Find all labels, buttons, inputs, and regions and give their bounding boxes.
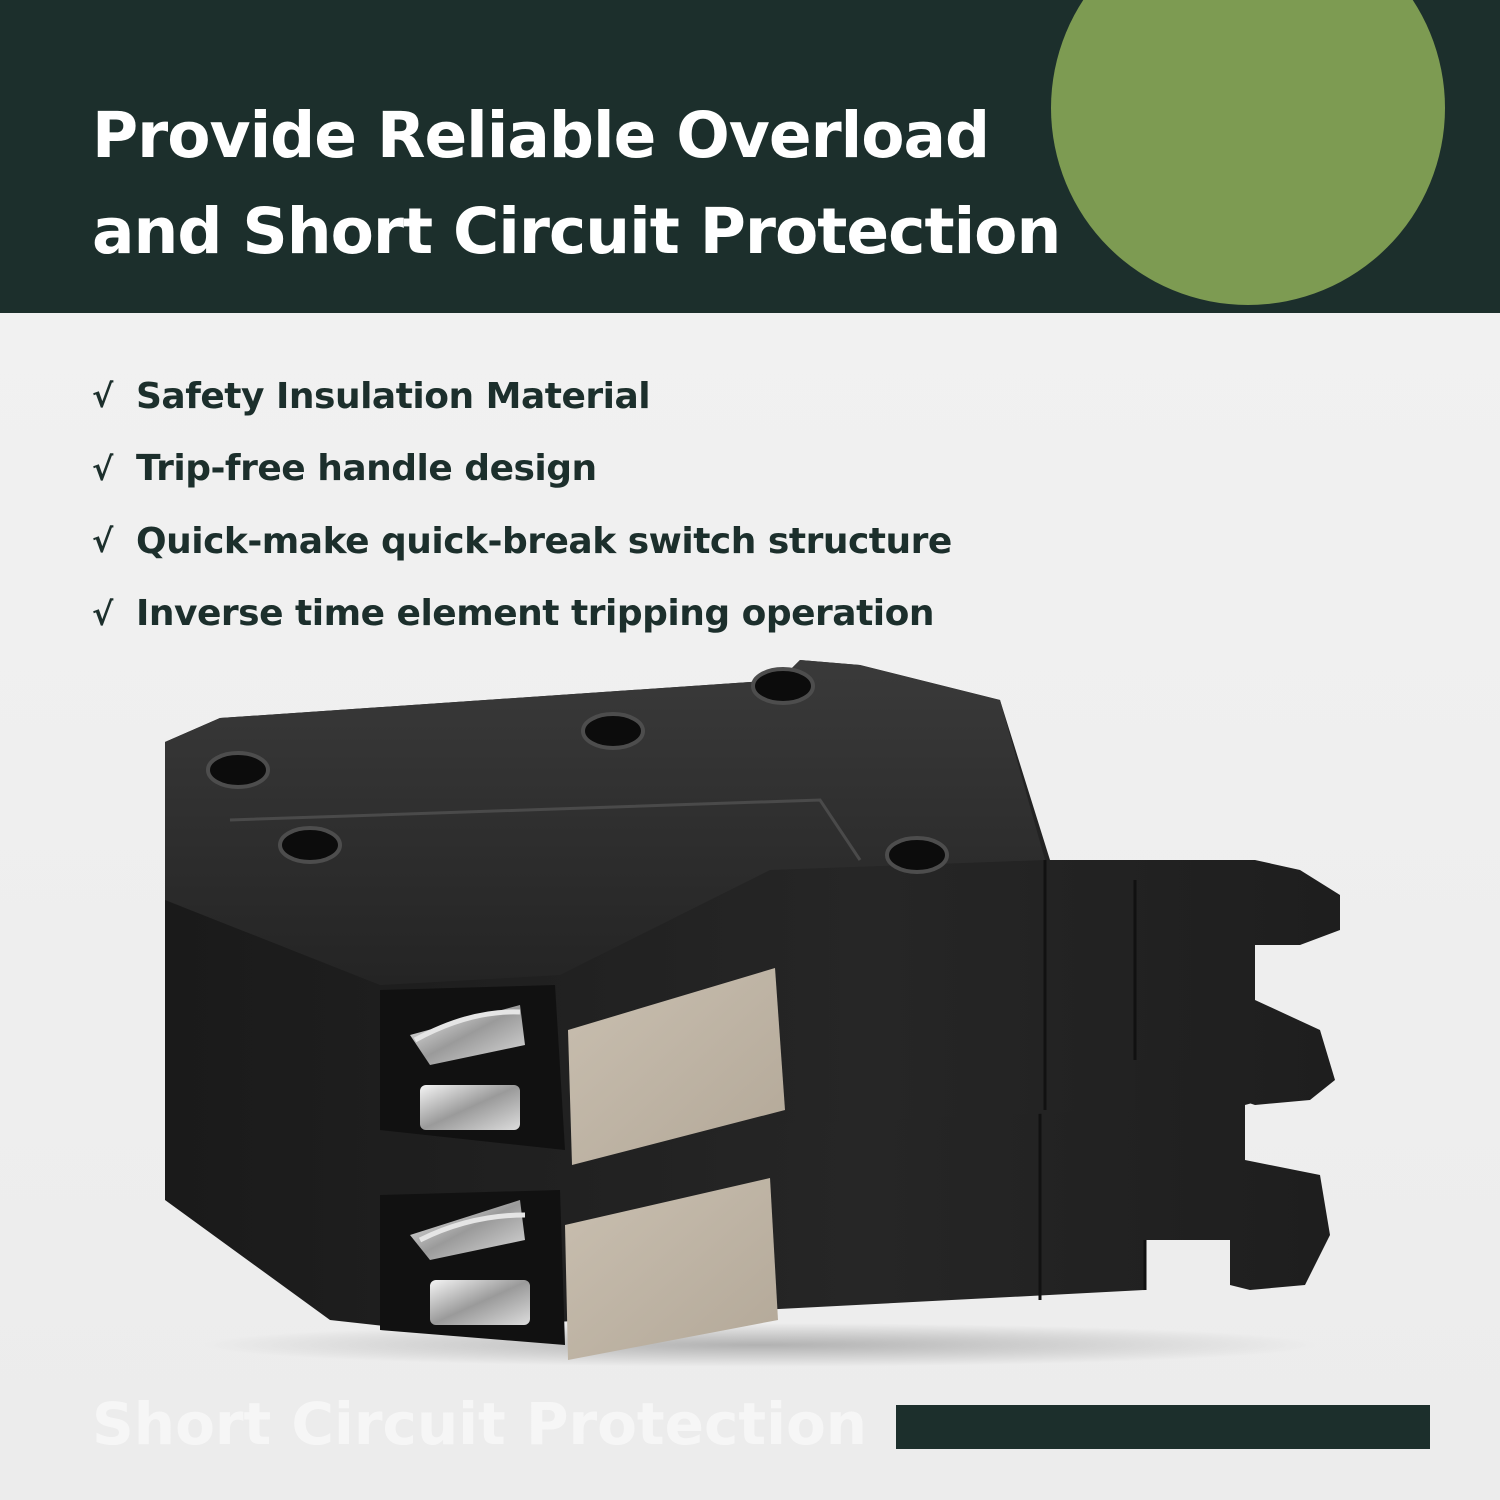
feature-item: √ Quick-make quick-break switch structur… [92, 505, 952, 578]
circuit-breaker-image [165, 660, 1340, 1367]
page-title: Provide Reliable Overload and Short Circ… [92, 88, 1061, 280]
checkmark-icon: √ [92, 594, 114, 633]
terminal-screw-lower [410, 1200, 530, 1325]
feature-text: Quick-make quick-break switch structure [136, 520, 952, 562]
drop-shadow [200, 1323, 1320, 1367]
feature-list: √ Safety Insulation Material √ Trip-free… [92, 360, 952, 650]
checkmark-icon: √ [92, 377, 114, 416]
feature-text: Trip-free handle design [136, 448, 597, 490]
header-banner: Provide Reliable Overload and Short Circ… [0, 0, 1500, 313]
feature-text: Inverse time element tripping operation [136, 593, 935, 635]
title-line-1: Provide Reliable Overload [92, 99, 990, 172]
feature-text: Safety Insulation Material [136, 375, 651, 417]
breaker-upper [165, 660, 1340, 1165]
feature-item: √ Safety Insulation Material [92, 360, 952, 433]
feature-item: √ Trip-free handle design [92, 433, 952, 506]
title-line-2: and Short Circuit Protection [92, 195, 1061, 268]
accent-circle [1051, 0, 1445, 305]
checkmark-icon: √ [92, 449, 114, 488]
checkmark-icon: √ [92, 522, 114, 561]
terminal-screw-upper [410, 1005, 525, 1130]
footer-bar [896, 1405, 1430, 1449]
mounting-holes [206, 667, 949, 874]
feature-item: √ Inverse time element tripping operatio… [92, 578, 952, 651]
watermark-text: Short Circuit Protection [92, 1390, 868, 1458]
